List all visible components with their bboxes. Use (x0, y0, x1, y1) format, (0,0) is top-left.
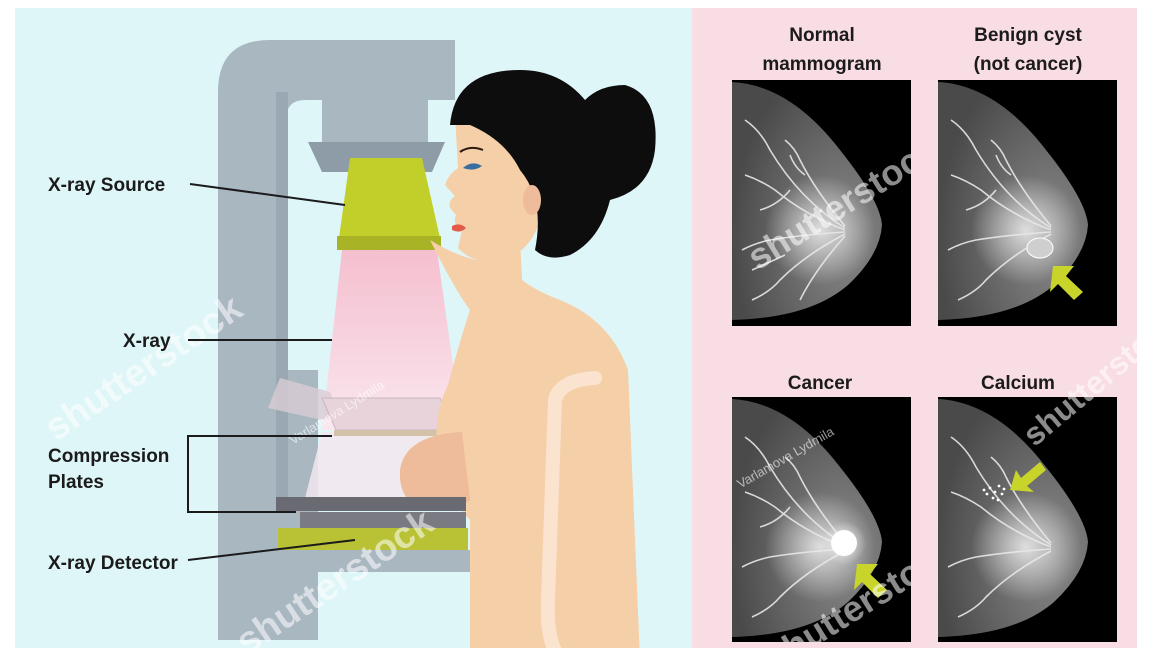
caption-benign-line2: (not cancer) (974, 54, 1083, 75)
xray-source-base (337, 236, 441, 250)
mammogram-benign-cyst (938, 80, 1117, 326)
label-compression-line2: Plates (48, 472, 104, 493)
caption-benign-line1: Benign cyst (974, 25, 1082, 46)
label-xray-detector: X-ray Detector (48, 553, 178, 574)
cyst (1027, 238, 1053, 258)
caption-cancer: Cancer (788, 373, 853, 394)
caption-normal-line2: mammogram (762, 54, 881, 75)
label-xray-source: X-ray Source (48, 175, 165, 196)
caption-normal-line1: Normal (789, 25, 854, 46)
lower-compression-plate (276, 497, 466, 511)
ear (523, 185, 541, 215)
label-compression-line1: Compression (48, 446, 169, 467)
machine-column-inner (276, 92, 288, 512)
caption-calcium: Calcium (981, 373, 1055, 394)
source-mount (322, 98, 428, 143)
label-xray: X-ray (123, 331, 171, 352)
